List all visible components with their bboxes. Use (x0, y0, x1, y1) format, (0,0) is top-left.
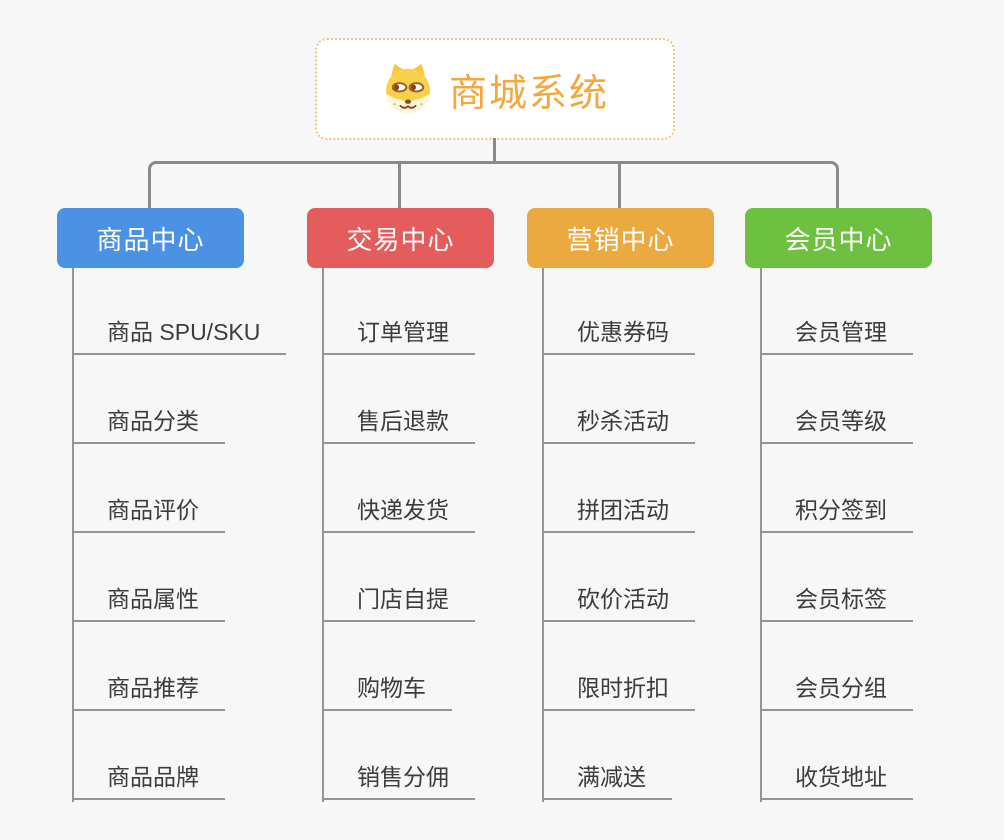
branch-label: 会员中心 (784, 224, 893, 255)
item-label: 商品属性 (107, 586, 199, 612)
branch-item[interactable]: 商品属性 (73, 584, 225, 622)
item-label: 积分签到 (795, 497, 887, 523)
item-label: 会员管理 (795, 319, 887, 345)
branch-item[interactable]: 销售分佣 (323, 762, 475, 800)
item-label: 收货地址 (795, 764, 887, 790)
branch-item[interactable]: 满减送 (543, 762, 672, 800)
branch-item[interactable]: 会员标签 (761, 584, 913, 622)
branch-item[interactable]: 快递发货 (323, 495, 475, 533)
connector-bus (148, 161, 839, 211)
branch-item[interactable]: 商品评价 (73, 495, 225, 533)
branch-item[interactable]: 砍价活动 (543, 584, 695, 622)
connector-drop (398, 161, 401, 211)
item-label: 快递发货 (357, 497, 449, 523)
branch-item[interactable]: 限时折扣 (543, 673, 695, 711)
branch-trunk-line (542, 268, 544, 802)
branch-trunk-line (760, 268, 762, 802)
branch-item[interactable]: 门店自提 (323, 584, 475, 622)
branch-label: 交易中心 (346, 224, 455, 255)
branch-label: 商品中心 (96, 224, 205, 255)
branch-box[interactable]: 会员中心 (745, 208, 932, 268)
branch-item[interactable]: 商品推荐 (73, 673, 225, 711)
item-label: 商品分类 (107, 408, 199, 434)
item-label: 门店自提 (357, 586, 449, 612)
branch-trunk-line (322, 268, 324, 802)
item-label: 满减送 (577, 764, 646, 790)
item-label: 秒杀活动 (577, 408, 669, 434)
item-label: 售后退款 (357, 408, 449, 434)
branch-item[interactable]: 购物车 (323, 673, 452, 711)
item-label: 销售分佣 (357, 764, 449, 790)
item-label: 限时折扣 (577, 675, 669, 701)
branch-item[interactable]: 拼团活动 (543, 495, 695, 533)
branch-box[interactable]: 交易中心 (307, 208, 494, 268)
branch-item[interactable]: 售后退款 (323, 406, 475, 444)
branch-box[interactable]: 商品中心 (57, 208, 244, 268)
root-title: 商城系统 (448, 72, 609, 115)
branch-box[interactable]: 营销中心 (527, 208, 714, 268)
connector-drop (618, 161, 621, 211)
branch-item[interactable]: 会员管理 (761, 317, 913, 355)
branch-item[interactable]: 订单管理 (323, 317, 475, 355)
branch-item[interactable]: 积分签到 (761, 495, 913, 533)
branch-item[interactable]: 会员分组 (761, 673, 913, 711)
branch-trunk-line (72, 268, 74, 802)
item-label: 会员标签 (795, 586, 887, 612)
item-label: 砍价活动 (577, 586, 669, 612)
branch-item[interactable]: 商品分类 (73, 406, 225, 444)
branch-item[interactable]: 商品 SPU/SKU (73, 317, 287, 355)
item-label: 优惠券码 (577, 319, 669, 345)
item-label: 订单管理 (357, 319, 449, 345)
item-label: 商品评价 (107, 497, 199, 523)
item-label: 商品 SPU/SKU (107, 319, 261, 345)
item-label: 会员等级 (795, 408, 887, 434)
branch-item[interactable]: 优惠券码 (543, 317, 695, 355)
branch-item[interactable]: 商品品牌 (73, 762, 225, 800)
item-label: 商品推荐 (107, 675, 199, 701)
item-label: 拼团活动 (577, 497, 669, 523)
branch-label: 营销中心 (566, 224, 675, 255)
branch-item[interactable]: 收货地址 (761, 762, 913, 800)
item-label: 会员分组 (795, 675, 887, 701)
item-label: 购物车 (357, 675, 426, 701)
root-node[interactable]: 商城系统 (315, 38, 675, 140)
doge-icon (386, 63, 430, 113)
branch-item[interactable]: 会员等级 (761, 406, 913, 444)
item-label: 商品品牌 (107, 764, 199, 790)
connector-root-drop (493, 138, 496, 164)
branch-item[interactable]: 秒杀活动 (543, 406, 695, 444)
